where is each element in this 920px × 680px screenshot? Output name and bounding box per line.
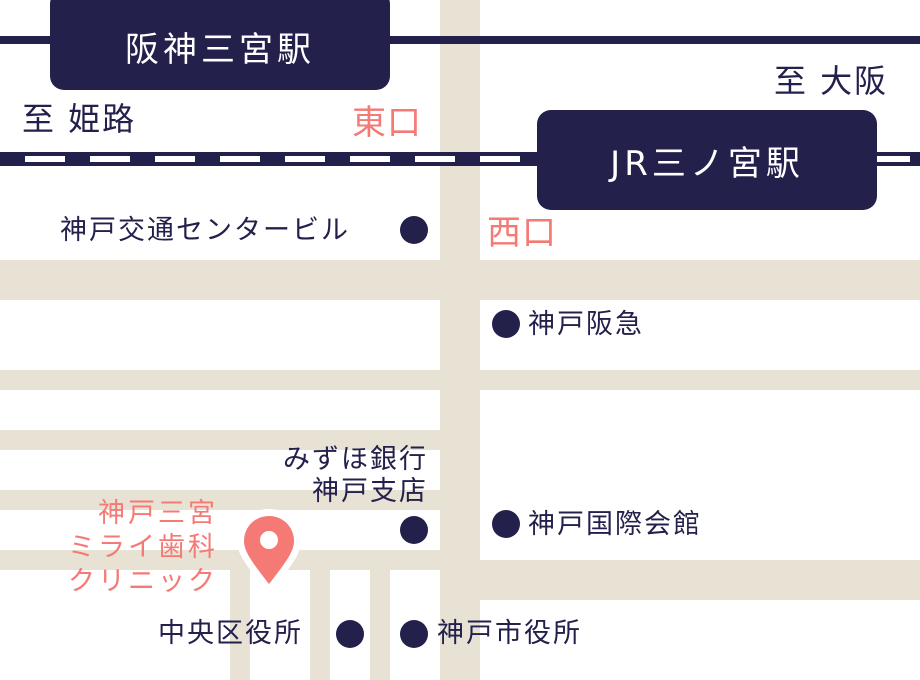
landmark-hankyu-label: 神戸阪急 <box>528 309 644 340</box>
clinic-name-line1: 神戸三宮 <box>98 498 218 529</box>
road-h1-right <box>480 260 920 300</box>
landmark-dot-icon <box>400 516 428 544</box>
hanshin-rail-line <box>0 36 920 44</box>
clinic-name: 神戸三宮 ミライ歯科 クリニック <box>68 497 218 599</box>
west-exit-label: 西口 <box>487 213 557 253</box>
landmark-dot-icon <box>400 216 428 244</box>
landmark-dot-icon <box>492 310 520 338</box>
landmark-dot-icon <box>400 620 428 648</box>
hanshin-station-label: 阪神三宮駅 <box>125 29 315 70</box>
direction-osaka: 至 大阪 <box>774 62 889 100</box>
road-v-small-3 <box>370 550 390 680</box>
road-h4-left <box>0 490 440 510</box>
landmark-dot-icon <box>336 620 364 648</box>
landmark-chuo-ward-office-label: 中央区役所 <box>158 618 303 649</box>
road-v-small-2 <box>310 550 330 680</box>
landmark-mizuho-label-line1: みずほ銀行 <box>283 444 428 475</box>
road-h2-left <box>0 370 440 390</box>
clinic-name-line2: ミライ歯科 <box>68 532 218 563</box>
road-h5-left <box>0 550 440 570</box>
map-pin-icon[interactable] <box>233 505 305 597</box>
landmark-kokusai-kaikan-label: 神戸国際会館 <box>528 509 702 540</box>
road-v-small-1 <box>230 550 250 680</box>
road-main-vertical <box>440 0 480 680</box>
clinic-name-line3: クリニック <box>68 566 218 597</box>
road-h-right-lower <box>480 560 920 600</box>
landmark-city-hall-label: 神戸市役所 <box>437 618 582 649</box>
landmark-dot-icon <box>492 510 520 538</box>
landmark-mizuho-label-line2: 神戸支店 <box>312 476 428 507</box>
road-h2-right <box>480 370 920 390</box>
jr-station-label: JR三ノ宮駅 <box>610 143 804 184</box>
east-exit-label: 東口 <box>352 103 422 143</box>
road-h3-left <box>0 430 440 450</box>
road-h1-left <box>0 260 440 300</box>
landmark-kotsu-center-label: 神戸交通センタービル <box>60 215 350 246</box>
hanshin-sannomiya-station: 阪神三宮駅 <box>50 0 390 90</box>
jr-sannomiya-station: JR三ノ宮駅 <box>537 110 877 210</box>
direction-himeji: 至 姫路 <box>22 100 137 138</box>
